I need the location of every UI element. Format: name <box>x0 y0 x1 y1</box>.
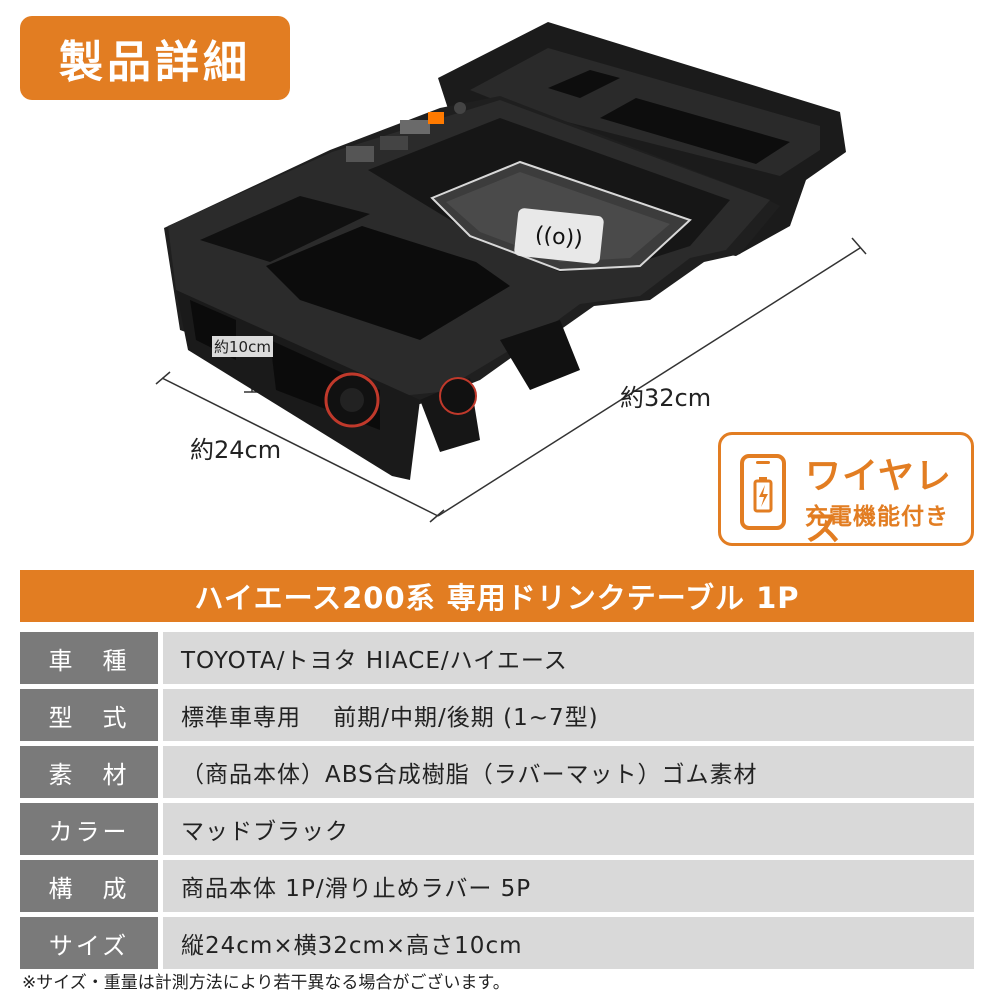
section-title: 製品詳細 <box>59 37 251 88</box>
spec-row: 構 成 商品本体 1P/滑り止めラバー 5P <box>20 860 974 912</box>
wireless-line1: ワイヤレス <box>805 456 952 549</box>
spec-label: 型 式 <box>20 689 158 741</box>
spec-table: 車 種 TOYOTA/トヨタ HIACE/ハイエース 型 式 標準車専用 前期/… <box>20 632 974 974</box>
spec-label: 構 成 <box>20 860 158 912</box>
spec-row: カラー マッドブラック <box>20 803 974 855</box>
svg-text:((o)): ((o)) <box>534 223 584 253</box>
product-banner: ハイエース200系 専用ドリンクテーブル 1P <box>20 570 974 622</box>
spec-value: （商品本体）ABS合成樹脂（ラバーマット）ゴム素材 <box>163 746 974 798</box>
spec-value: マッドブラック <box>163 803 974 855</box>
tray-main-body: ((o)) <box>164 96 780 406</box>
spec-label: 車 種 <box>20 632 158 684</box>
spec-value: TOYOTA/トヨタ HIACE/ハイエース <box>163 632 974 684</box>
height-label: 約10cm <box>212 336 273 357</box>
width-label: 約32cm <box>620 384 712 412</box>
spec-label: カラー <box>20 803 158 855</box>
spec-row: サイズ 縦24cm×横32cm×高さ10cm <box>20 917 974 969</box>
phone-battery-icon <box>740 454 786 530</box>
spec-row: 素 材 （商品本体）ABS合成樹脂（ラバーマット）ゴム素材 <box>20 746 974 798</box>
product-image: ((o)) <box>155 22 867 523</box>
spec-value: 商品本体 1P/滑り止めラバー 5P <box>163 860 974 912</box>
spec-row: 車 種 TOYOTA/トヨタ HIACE/ハイエース <box>20 632 974 684</box>
wireless-charging-badge: ワイヤレス 充電機能付き <box>718 432 974 549</box>
wireless-line2: 充電機能付き <box>805 504 949 530</box>
product-banner-title: ハイエース200系 専用ドリンクテーブル 1P <box>194 581 800 615</box>
footnote: ※サイズ・重量は計測方法により若干異なる場合がございます。 <box>22 973 510 993</box>
spec-value: 縦24cm×横32cm×高さ10cm <box>163 917 974 969</box>
spec-label: サイズ <box>20 917 158 969</box>
depth-label: 約24cm <box>190 436 282 464</box>
spec-value: 標準車専用 前期/中期/後期 (1~7型) <box>163 689 974 741</box>
spec-row: 型 式 標準車専用 前期/中期/後期 (1~7型) <box>20 689 974 741</box>
spec-label: 素 材 <box>20 746 158 798</box>
tray-legs <box>176 290 580 480</box>
section-title-badge: 製品詳細 <box>20 16 290 100</box>
